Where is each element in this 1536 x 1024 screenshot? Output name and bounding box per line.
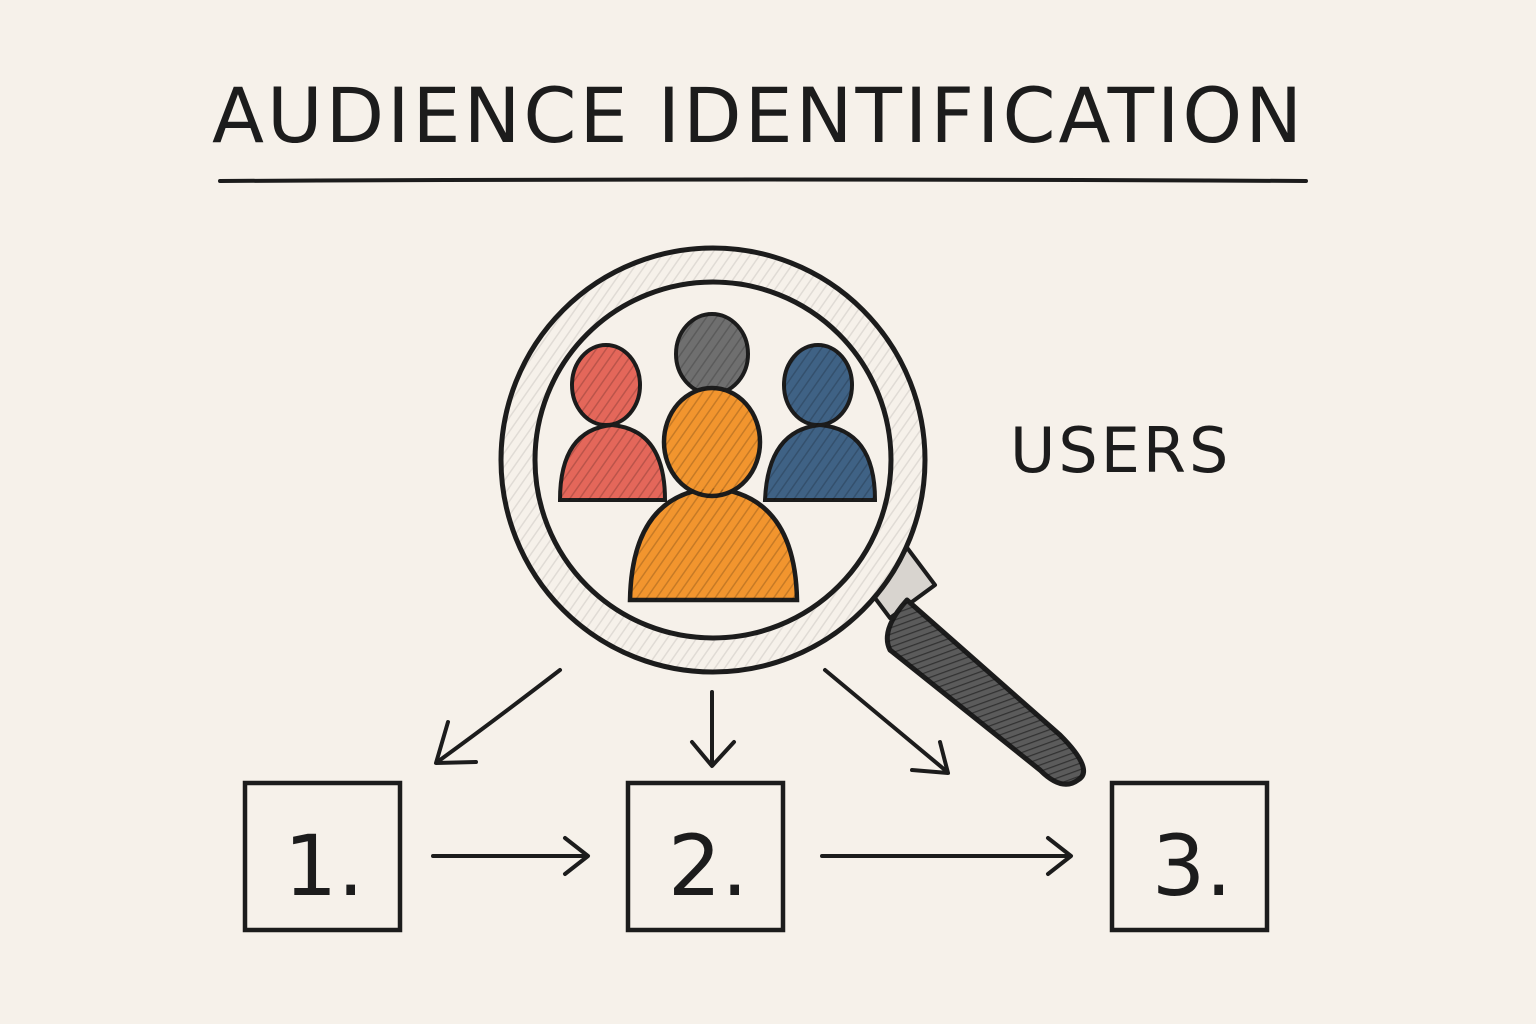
arrowhead-step-3 <box>910 740 950 775</box>
users-label: USERS <box>1010 414 1232 487</box>
person-orange-icon <box>627 385 800 603</box>
step-box-1: 1. <box>242 780 403 933</box>
arrowhead-step-2 <box>690 740 736 768</box>
arrowhead-step-2-to-3 <box>1046 836 1073 876</box>
diagram-title: AUDIENCE IDENTIFICATION <box>212 71 1306 160</box>
step-label-3: 3. <box>1152 817 1232 915</box>
step-label-2: 2. <box>668 817 748 915</box>
branch-arrows <box>434 668 950 775</box>
flow-arrows <box>431 836 1073 876</box>
magnifier-handle <box>858 543 1086 787</box>
person-gray-icon <box>674 312 750 396</box>
person-blue-icon <box>762 343 878 502</box>
arrowhead-step-1-to-2 <box>563 836 590 876</box>
step-box-2: 2. <box>625 780 786 933</box>
arrowhead-step-1 <box>434 720 478 765</box>
arrow-to-step-1 <box>438 668 562 762</box>
step-label-1: 1. <box>284 817 364 915</box>
person-red-icon <box>557 343 668 502</box>
magnifying-glass-icon <box>498 245 928 675</box>
title-underline <box>218 177 1308 183</box>
arrow-to-step-3 <box>823 668 947 772</box>
step-box-3: 3. <box>1109 780 1270 933</box>
